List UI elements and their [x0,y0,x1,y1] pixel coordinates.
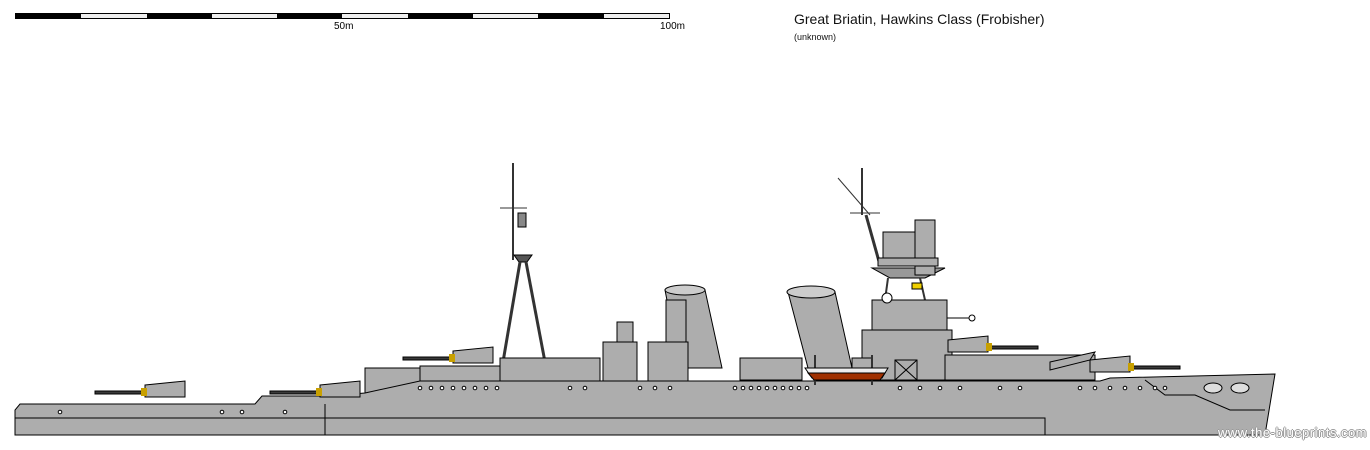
porthole [740,385,746,391]
main-mast [500,163,547,363]
porthole [428,385,434,391]
gun-turret [947,335,1039,353]
porthole [764,385,770,391]
porthole [937,385,943,391]
porthole [1162,385,1168,391]
porthole [796,385,802,391]
scale-bar-segment [538,14,604,18]
scale-bar-segment [473,14,539,18]
porthole [917,385,923,391]
bow-strake [1144,379,1265,411]
ships-boat [804,355,889,385]
porthole [483,385,489,391]
porthole [748,385,754,391]
scale-bar [15,13,670,19]
fore-funnel-cap [786,285,836,299]
porthole [239,409,245,415]
hawse-pipe [1230,382,1250,394]
aft-funnel-cap [664,284,706,296]
scale-label-50m: 50m [334,21,354,32]
porthole [1017,385,1023,391]
scale-bar-segment [407,14,474,18]
porthole [1107,385,1113,391]
porthole [1137,385,1143,391]
porthole [804,385,810,391]
porthole [652,385,658,391]
porthole [897,385,903,391]
porthole [450,385,456,391]
porthole [957,385,963,391]
porthole [494,385,500,391]
porthole [582,385,588,391]
gun-turret [1089,355,1181,373]
porthole [756,385,762,391]
porthole [1122,385,1128,391]
scale-bar-segment [277,14,343,18]
porthole [667,385,673,391]
gun-turret [402,346,494,364]
drawing-subtitle: (unknown) [794,32,837,42]
porthole [282,409,288,415]
porthole [997,385,1003,391]
scale-bar-segment [211,14,278,18]
porthole [219,409,225,415]
hawse-pipe [1203,382,1223,394]
porthole [780,385,786,391]
scale-label-100m: 100m [660,21,686,32]
fore-mast [837,168,946,301]
porthole [732,385,738,391]
watermark: www.the-blueprints.com [1218,425,1367,440]
gun-turret [269,380,361,398]
scale-bar-segment [603,14,669,18]
midship-deckhouses [364,299,1097,394]
scale-bar-segment [81,14,147,18]
porthole [461,385,467,391]
porthole [1152,385,1158,391]
porthole [567,385,573,391]
porthole [788,385,794,391]
porthole [57,409,63,415]
drawing-title: Great Briatin, Hawkins Class (Frobisher) [794,11,1045,27]
scale-bar-segment [16,14,82,18]
porthole [637,385,643,391]
porthole [472,385,478,391]
porthole [439,385,445,391]
porthole [1077,385,1083,391]
porthole [417,385,423,391]
porthole [1092,385,1098,391]
porthole [772,385,778,391]
scale-bar-segment [146,14,212,18]
hull [14,373,1276,436]
gun-turret [94,380,186,398]
bridge-superstructure [861,292,976,381]
fore-funnel [787,291,853,369]
scale-bar-segment [342,14,408,18]
